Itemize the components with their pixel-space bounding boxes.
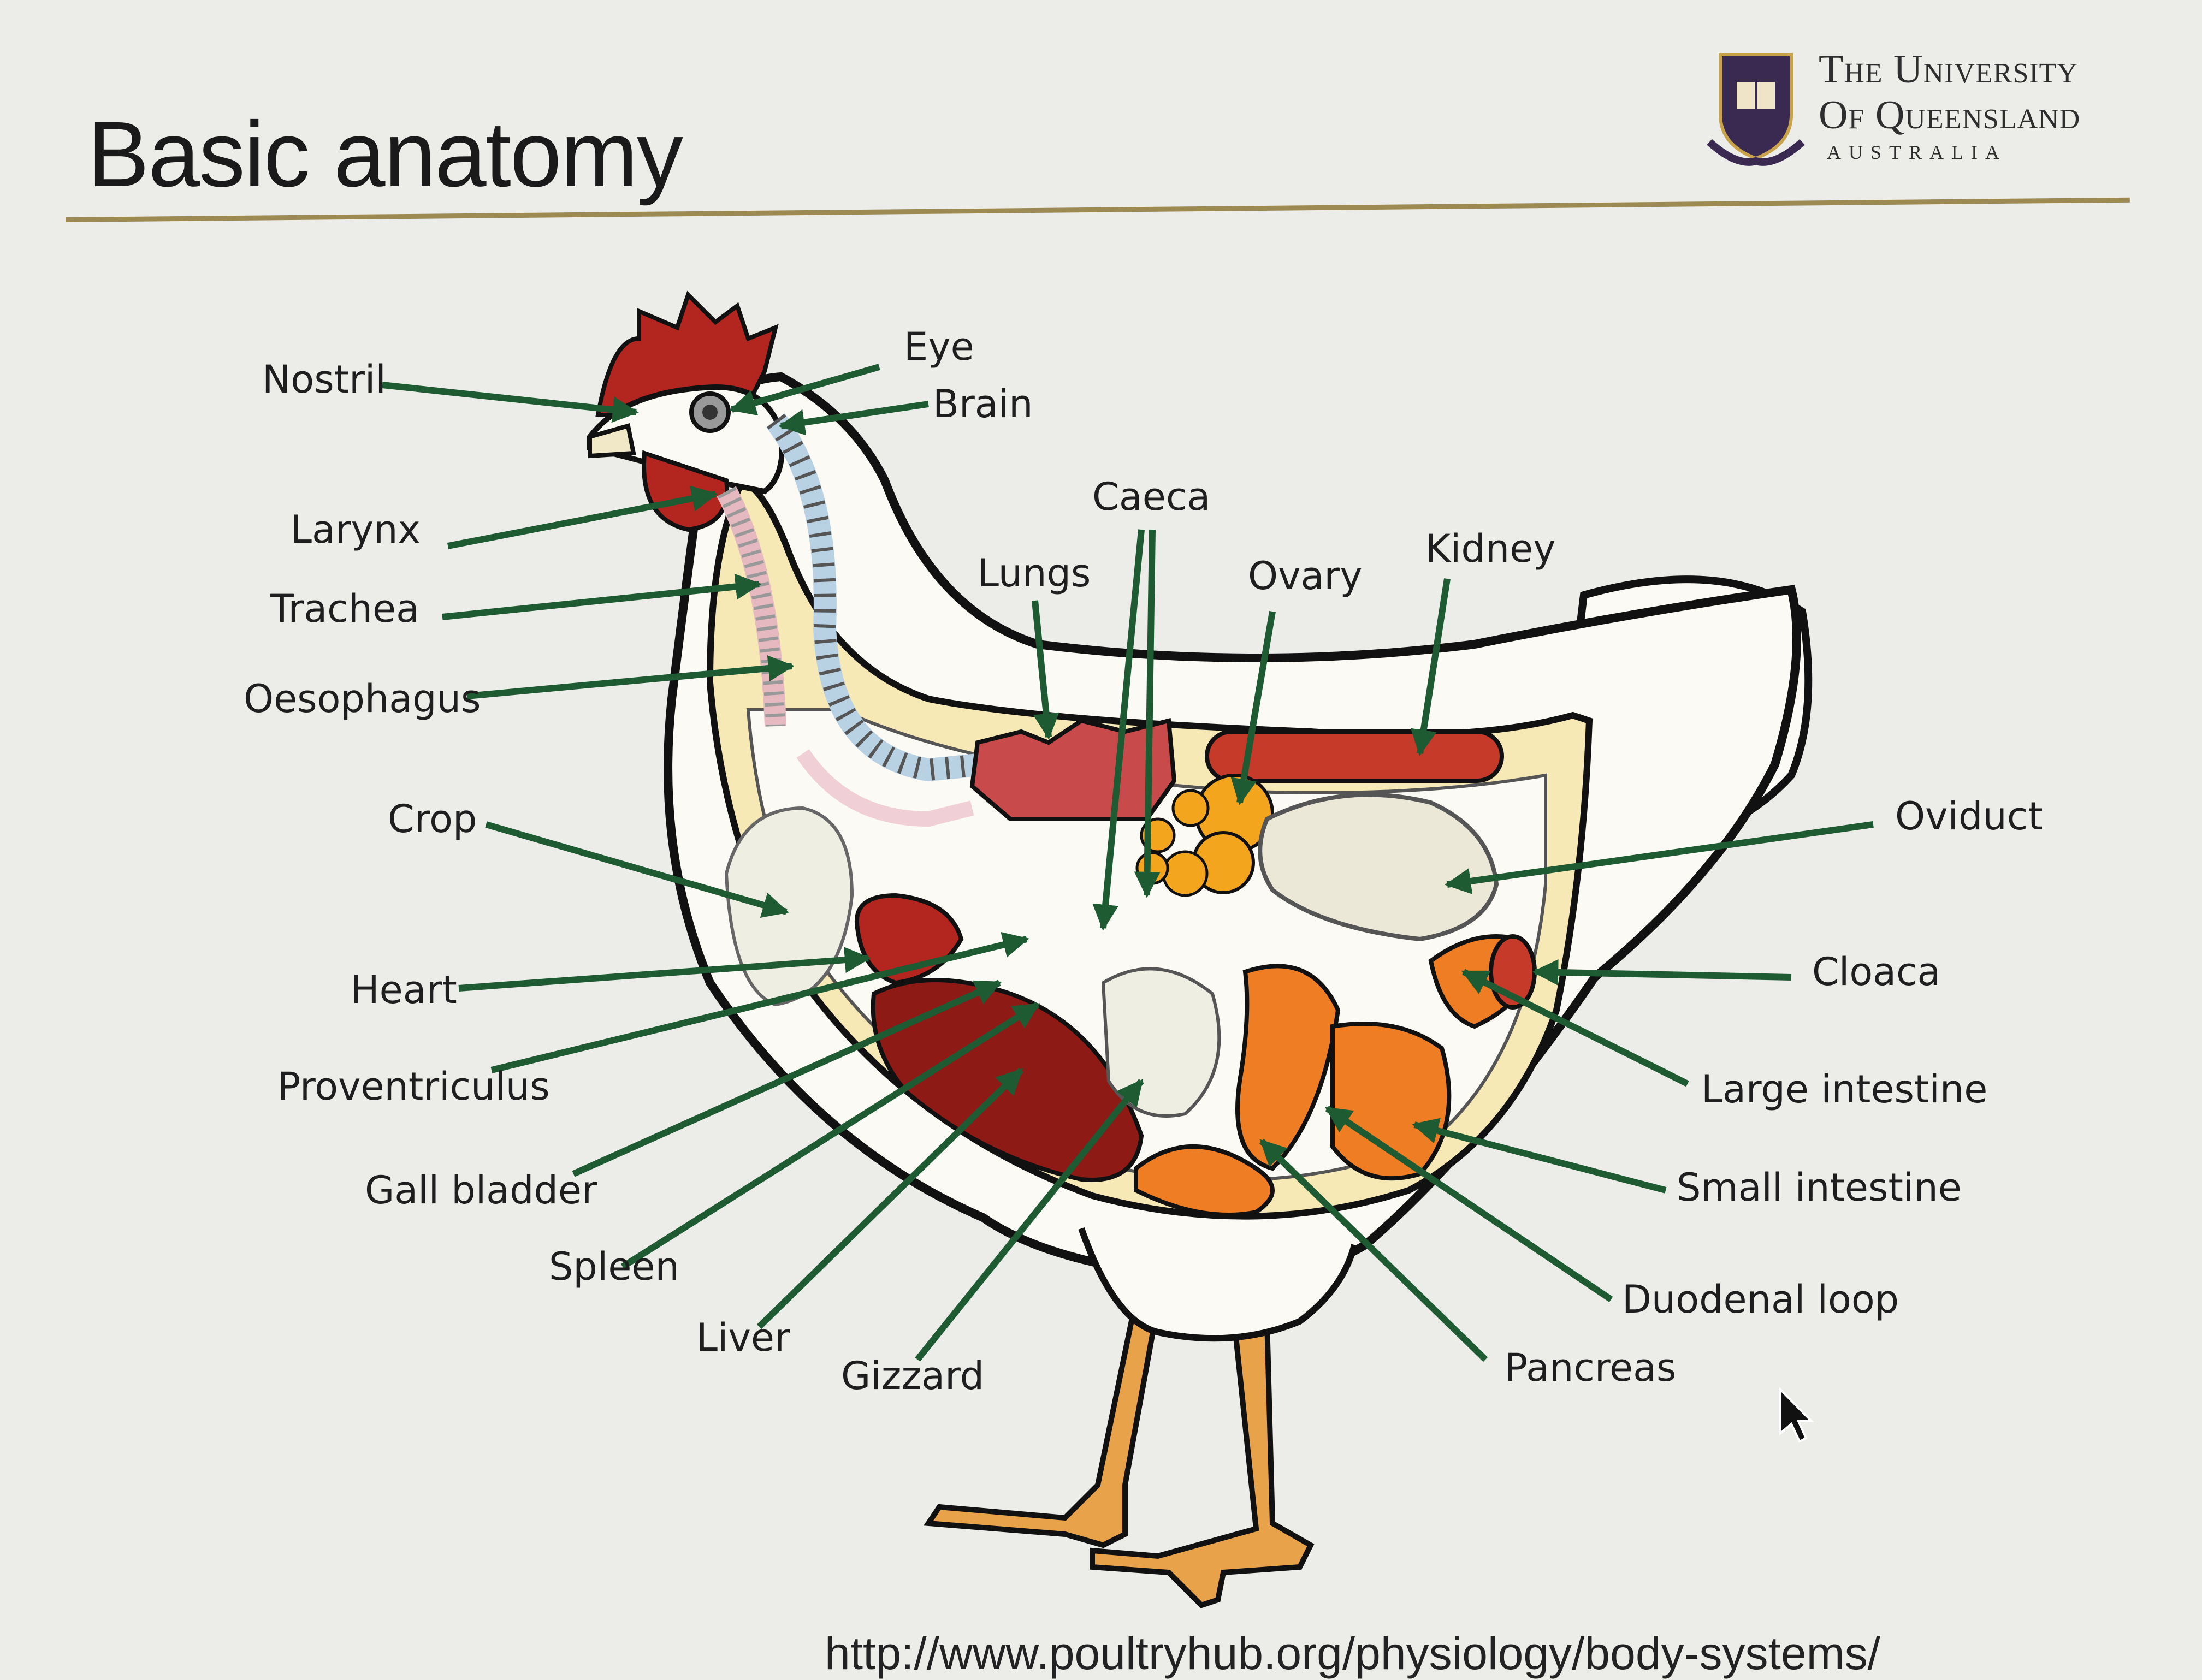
logo-line-1: The University: [1819, 47, 2078, 92]
gizzard: [1101, 967, 1221, 1118]
label-large-intestine: Large intestine: [1701, 1067, 1988, 1112]
footer-url: http://www.poultryhub.org/physiology/bod…: [825, 1628, 1880, 1679]
label-crop: Crop: [388, 797, 477, 841]
label-spleen: Spleen: [549, 1244, 679, 1289]
label-brain: Brain: [933, 382, 1033, 426]
label-gall-bladder: Gall bladder: [365, 1168, 597, 1213]
logo-text: The University Of Queensland: [1819, 46, 2080, 138]
crop: [724, 806, 854, 1007]
label-nostril: Nostril: [262, 357, 386, 402]
label-gizzard: Gizzard: [841, 1354, 985, 1398]
label-heart: Heart: [351, 967, 457, 1012]
crest-icon: [1707, 53, 1805, 166]
label-proventriculus: Proventriculus: [277, 1064, 550, 1109]
label-liver: Liver: [696, 1315, 790, 1360]
left-leg: [924, 1296, 1161, 1548]
label-caeca: Caeca: [1092, 474, 1211, 519]
label-ovary: Ovary: [1248, 554, 1363, 598]
label-lungs: Lungs: [978, 551, 1091, 596]
spine: [766, 413, 985, 782]
beak: [588, 423, 636, 459]
lungs: [969, 717, 1177, 821]
intestines: [1134, 1144, 1275, 1217]
label-trachea: Trachea: [270, 586, 419, 631]
label-oesophagus: Oesophagus: [244, 676, 481, 721]
comb: [595, 290, 779, 417]
leader-arrows: [382, 364, 1874, 1362]
label-oviduct: Oviduct: [1895, 794, 2043, 839]
label-larynx: Larynx: [291, 507, 421, 552]
logo-country: AUSTRALIA: [1827, 141, 2007, 163]
page-title: Basic anatomy: [87, 103, 683, 206]
logo-line-2: Of Queensland: [1819, 93, 2081, 138]
mouse-cursor-icon: [1779, 1387, 1814, 1443]
label-pancreas: Pancreas: [1505, 1345, 1677, 1390]
label-cloaca: Cloaca: [1812, 949, 1941, 994]
label-duodenal-loop: Duodenal loop: [1622, 1277, 1899, 1322]
label-kidney: Kidney: [1425, 526, 1556, 571]
oviduct: [1258, 792, 1499, 942]
label-eye: Eye: [904, 324, 974, 369]
right-leg: [1090, 1319, 1315, 1608]
oesophagus: [796, 749, 974, 827]
label-small-intestine: Small intestine: [1677, 1165, 1962, 1210]
